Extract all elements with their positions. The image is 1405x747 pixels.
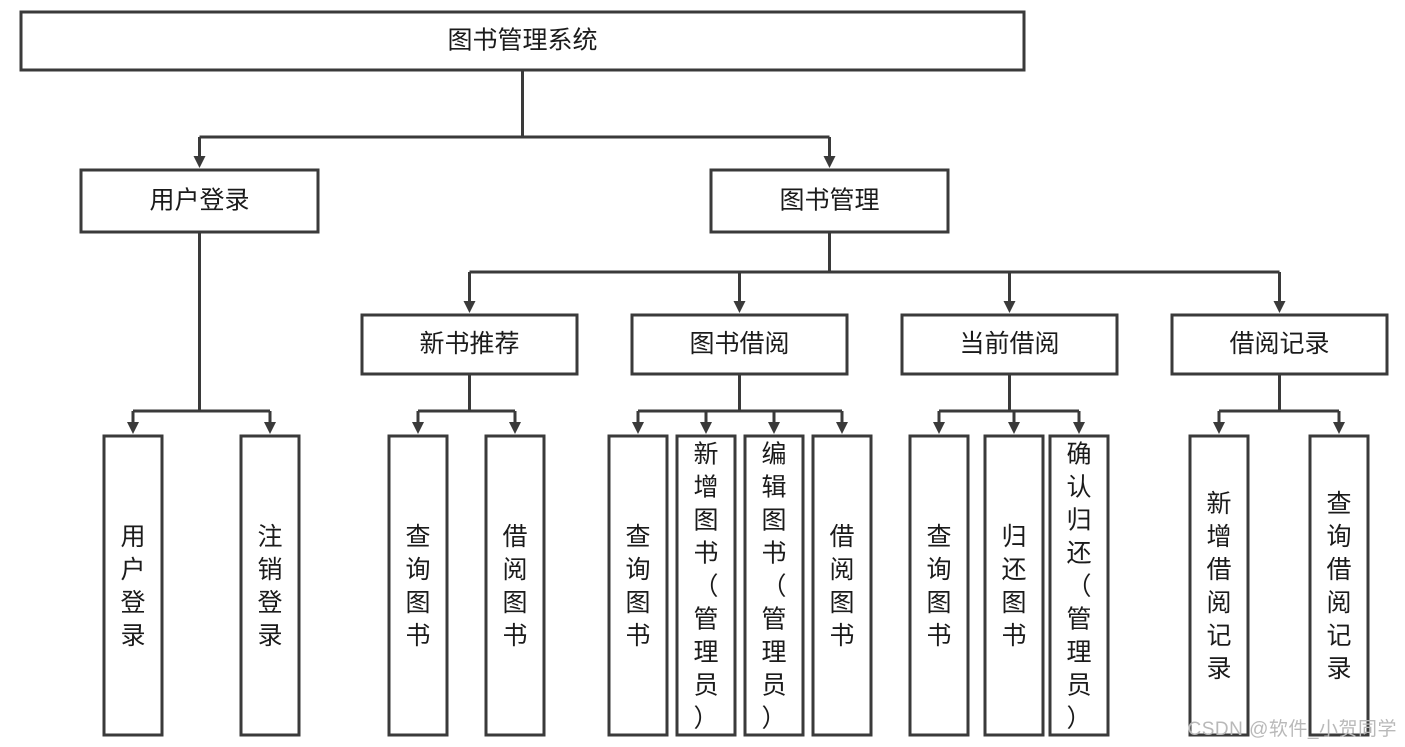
node-label-book-management: 图书管理 bbox=[779, 187, 879, 215]
connector-bus-root bbox=[199, 70, 830, 139]
node-box-leaf-logout bbox=[239, 434, 301, 737]
node-box-book-borrow bbox=[630, 313, 849, 376]
node-leaf-query-book-current[interactable]: 查询图书 bbox=[908, 434, 970, 737]
node-label-leaf-query-book-current: 查询图书 bbox=[926, 523, 951, 650]
node-user-login[interactable]: 用户登录 bbox=[79, 168, 320, 234]
node-leaf-confirm-return-admin[interactable]: 确认归还（管理员） bbox=[1048, 434, 1110, 737]
node-book-management[interactable]: 图书管理 bbox=[709, 168, 950, 234]
nodes-layer: 图书管理系统用户登录图书管理新书推荐图书借阅当前借阅借阅记录用户登录注销登录查询… bbox=[19, 10, 1389, 737]
node-leaf-add-book-admin[interactable]: 新增图书（管理员） bbox=[675, 434, 737, 737]
node-label-root: 图书管理系统 bbox=[447, 27, 597, 55]
node-label-leaf-logout: 注销登录 bbox=[257, 523, 282, 650]
node-leaf-query-book-new[interactable]: 查询图书 bbox=[387, 434, 449, 737]
node-current-borrow[interactable]: 当前借阅 bbox=[900, 313, 1119, 376]
node-leaf-add-borrow-record[interactable]: 新增借阅记录 bbox=[1188, 434, 1250, 737]
connector-bus-borrow-records bbox=[1219, 374, 1339, 413]
node-leaf-query-book-borrow[interactable]: 查询图书 bbox=[607, 434, 669, 737]
node-book-borrow[interactable]: 图书借阅 bbox=[630, 313, 849, 376]
node-leaf-logout[interactable]: 注销登录 bbox=[239, 434, 301, 737]
node-box-borrow-records bbox=[1170, 313, 1389, 376]
node-leaf-borrow-book-new[interactable]: 借阅图书 bbox=[484, 434, 546, 737]
connector-bus-book-borrow bbox=[638, 374, 842, 413]
node-label-leaf-add-book-admin: 新增图书（管理员） bbox=[693, 441, 718, 733]
node-label-leaf-borrow-book: 借阅图书 bbox=[829, 523, 854, 650]
node-leaf-return-book[interactable]: 归还图书 bbox=[983, 434, 1045, 737]
node-box-leaf-add-book-admin bbox=[675, 434, 737, 737]
node-label-leaf-query-borrow-record: 查询借阅记录 bbox=[1326, 490, 1351, 683]
node-box-root bbox=[19, 10, 1026, 72]
node-box-leaf-add-borrow-record bbox=[1188, 434, 1250, 737]
node-label-leaf-confirm-return-admin: 确认归还（管理员） bbox=[1066, 441, 1091, 733]
node-box-leaf-query-borrow-record bbox=[1308, 434, 1370, 737]
node-label-current-borrow: 当前借阅 bbox=[959, 330, 1059, 358]
node-root[interactable]: 图书管理系统 bbox=[19, 10, 1026, 72]
node-box-book-management bbox=[709, 168, 950, 234]
node-box-leaf-edit-book-admin bbox=[743, 434, 805, 737]
node-new-book-recommend[interactable]: 新书推荐 bbox=[360, 313, 579, 376]
node-box-user-login bbox=[79, 168, 320, 234]
node-label-leaf-add-borrow-record: 新增借阅记录 bbox=[1206, 490, 1231, 683]
node-leaf-user-login[interactable]: 用户登录 bbox=[102, 434, 164, 737]
node-box-new-book-recommend bbox=[360, 313, 579, 376]
node-label-borrow-records: 借阅记录 bbox=[1229, 330, 1329, 358]
connector-bus-current-borrow bbox=[939, 374, 1079, 413]
connector-bus-new-book-recommend bbox=[418, 374, 515, 413]
node-leaf-borrow-book[interactable]: 借阅图书 bbox=[811, 434, 873, 737]
node-label-leaf-query-book-borrow: 查询图书 bbox=[625, 523, 650, 650]
node-label-leaf-query-book-new: 查询图书 bbox=[405, 523, 430, 650]
connector-bus-user-login bbox=[133, 232, 270, 413]
node-box-leaf-query-book-current bbox=[908, 434, 970, 737]
connector-bus-book-management bbox=[469, 232, 1280, 274]
node-label-leaf-borrow-book-new: 借阅图书 bbox=[502, 523, 527, 650]
csdn-watermark: CSDN @软件_小贺同学 bbox=[1187, 719, 1397, 740]
node-leaf-edit-book-admin[interactable]: 编辑图书（管理员） bbox=[743, 434, 805, 737]
node-label-leaf-return-book: 归还图书 bbox=[1001, 523, 1026, 650]
node-label-user-login: 用户登录 bbox=[149, 187, 249, 215]
node-box-leaf-borrow-book-new bbox=[484, 434, 546, 737]
node-box-leaf-return-book bbox=[983, 434, 1045, 737]
node-box-leaf-borrow-book bbox=[811, 434, 873, 737]
node-leaf-query-borrow-record[interactable]: 查询借阅记录 bbox=[1308, 434, 1370, 737]
node-label-book-borrow: 图书借阅 bbox=[689, 330, 789, 358]
connectors-layer bbox=[127, 70, 1345, 434]
node-borrow-records[interactable]: 借阅记录 bbox=[1170, 313, 1389, 376]
node-label-new-book-recommend: 新书推荐 bbox=[419, 330, 519, 358]
node-box-leaf-user-login bbox=[102, 434, 164, 737]
node-box-leaf-query-book-new bbox=[387, 434, 449, 737]
node-label-leaf-user-login: 用户登录 bbox=[120, 523, 145, 650]
node-box-leaf-query-book-borrow bbox=[607, 434, 669, 737]
node-label-leaf-edit-book-admin: 编辑图书（管理员） bbox=[761, 441, 786, 733]
node-box-leaf-confirm-return-admin bbox=[1048, 434, 1110, 737]
node-box-current-borrow bbox=[900, 313, 1119, 376]
